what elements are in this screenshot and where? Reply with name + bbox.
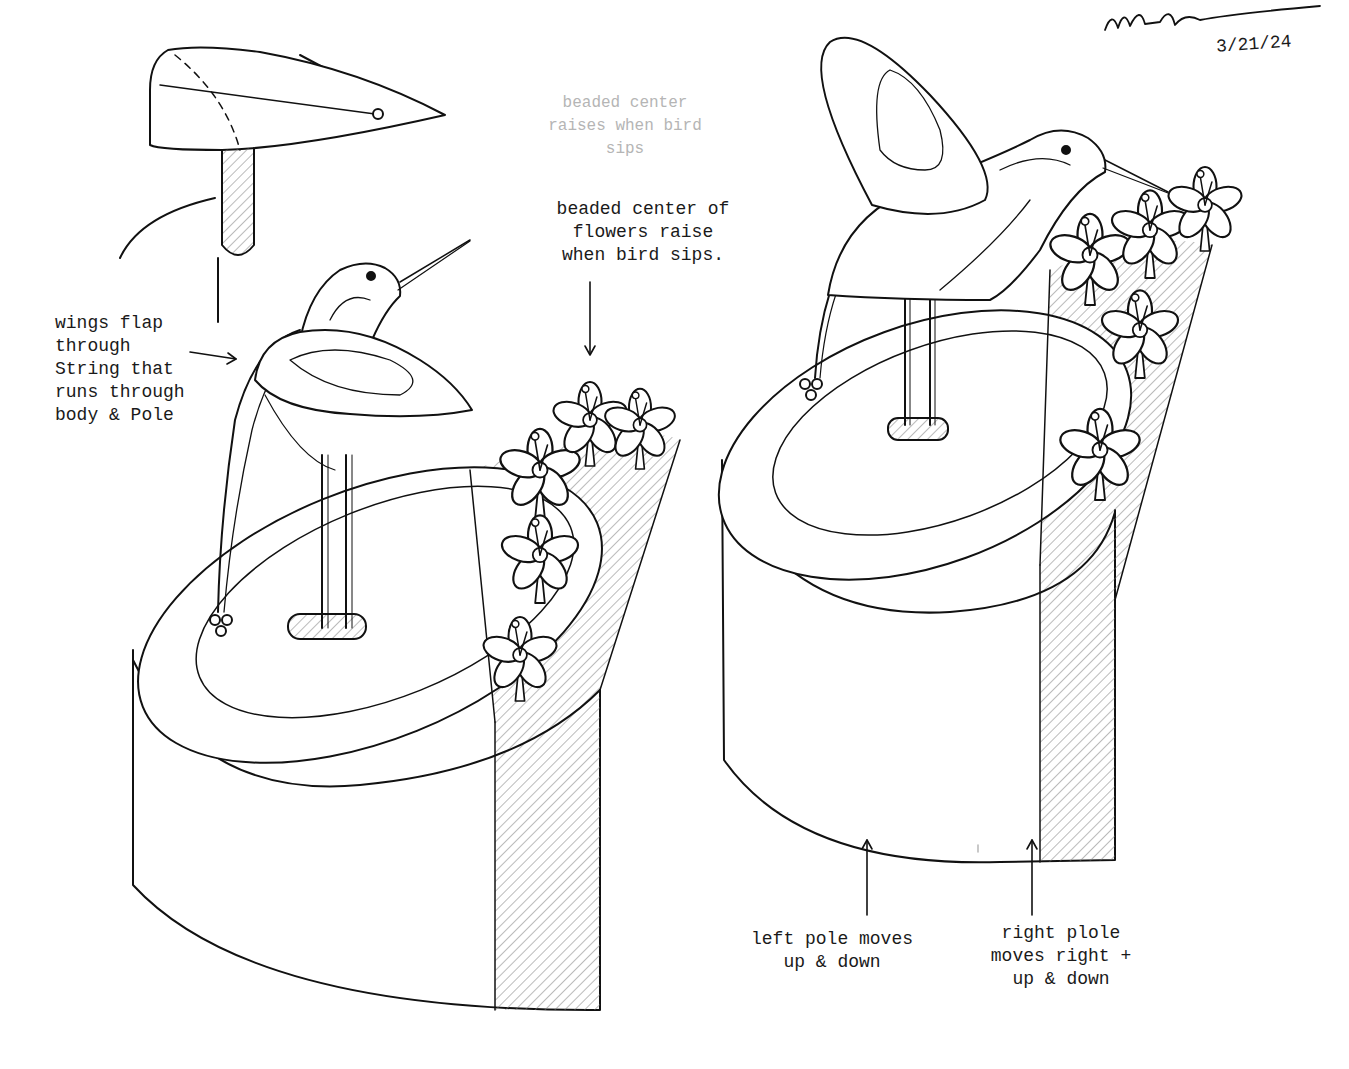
flower-note: beaded center of flowers raise when bird… (553, 198, 733, 267)
leader-arrows (190, 282, 1037, 915)
signature (1105, 6, 1320, 30)
date: 3/21/24 (1215, 28, 1326, 59)
left-sculpture (96, 240, 680, 1010)
right-pole-note: right plole moves right + up & down (980, 922, 1142, 991)
faded-note: beaded center raises when bird sips (540, 92, 710, 161)
right-sculpture (682, 38, 1245, 863)
left-pole-note: left pole moves up & down (742, 928, 922, 974)
wing-note: wings flap through String that runs thro… (55, 312, 195, 427)
